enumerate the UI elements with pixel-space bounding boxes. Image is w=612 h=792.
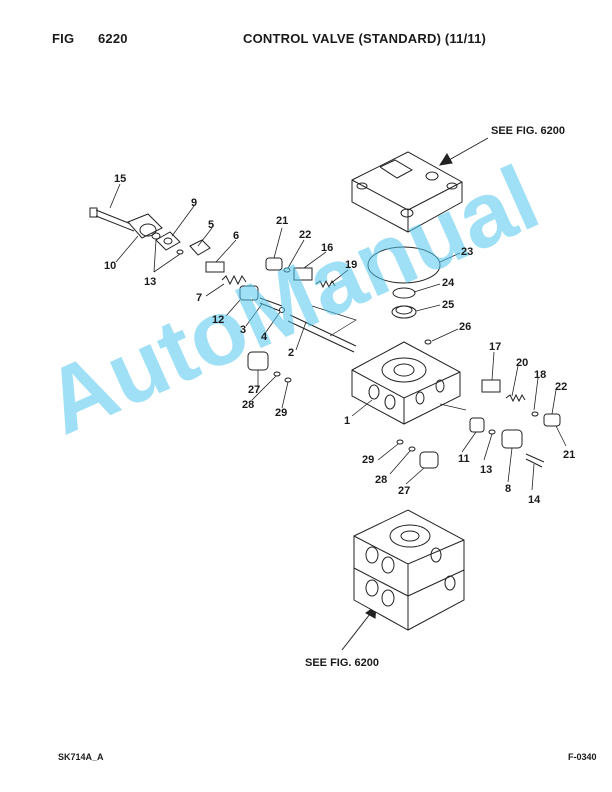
o-ring-large xyxy=(367,246,441,284)
plug-17 xyxy=(481,379,501,393)
callout-6: 6 xyxy=(233,230,240,242)
o-ring-26 xyxy=(424,339,432,345)
callout-4: 4 xyxy=(261,331,268,343)
plug-21-right xyxy=(543,413,561,427)
plug-6 xyxy=(205,261,225,273)
o-ring-13-a xyxy=(151,232,161,240)
poppet-3 xyxy=(259,297,283,312)
callout-13-left: 13 xyxy=(144,276,157,288)
flange-9 xyxy=(155,231,181,251)
plug-16 xyxy=(293,267,313,281)
callout-5: 5 xyxy=(208,219,215,231)
callout-29-left: 29 xyxy=(275,407,288,419)
callout-13-right: 13 xyxy=(480,464,493,476)
valve-body-section xyxy=(351,341,461,425)
callout-20: 20 xyxy=(516,357,529,369)
footer-code-left: SK714A_A xyxy=(58,752,104,762)
reference-bottom: SEE FIG. 6200 xyxy=(305,657,379,669)
reference-arrow-top xyxy=(438,137,489,166)
callout-8: 8 xyxy=(505,483,512,495)
o-ring-28-left xyxy=(273,371,281,377)
callout-28-left: 28 xyxy=(242,399,255,411)
callout-18: 18 xyxy=(534,369,547,381)
o-ring-29-left xyxy=(284,377,292,383)
spring-20 xyxy=(505,393,526,403)
callout-17: 17 xyxy=(489,341,502,353)
callout-7: 7 xyxy=(196,292,203,304)
callout-3: 3 xyxy=(240,324,247,336)
callout-29-bottom: 29 xyxy=(362,454,375,466)
callout-15: 15 xyxy=(114,173,127,185)
plug-27-bottom xyxy=(419,451,439,469)
bolt-14 xyxy=(525,453,545,468)
flange-8 xyxy=(501,429,523,449)
callout-21-left: 21 xyxy=(276,215,289,227)
footer-code-right: F-0340 xyxy=(568,752,597,762)
cap-11 xyxy=(469,417,485,433)
leader-lines xyxy=(109,183,567,491)
o-ring-29-bottom xyxy=(396,439,404,445)
figure-title: CONTROL VALVE (STANDARD) (11/11) xyxy=(243,31,487,46)
callout-16: 16 xyxy=(321,242,334,254)
figure-number: 6220 xyxy=(98,31,128,46)
callout-28-bottom: 28 xyxy=(375,474,388,486)
callout-1: 1 xyxy=(344,415,351,427)
callout-26: 26 xyxy=(459,321,472,333)
cap-10 xyxy=(127,213,163,239)
bolt-15 xyxy=(89,207,137,232)
callout-14: 14 xyxy=(528,494,541,506)
callout-27-bottom: 27 xyxy=(398,485,411,497)
o-ring-small xyxy=(392,287,416,299)
callout-24: 24 xyxy=(442,277,455,289)
callout-21-right: 21 xyxy=(563,449,576,461)
spring-19 xyxy=(315,279,336,289)
cover-plate xyxy=(351,151,463,233)
spring-7 xyxy=(221,274,247,286)
reference-arrow-bottom xyxy=(341,604,377,651)
valve-body-lower xyxy=(353,509,465,631)
callout-25: 25 xyxy=(442,299,455,311)
ball-4 xyxy=(279,307,285,313)
callout-11: 11 xyxy=(458,453,470,465)
callout-22-left: 22 xyxy=(299,229,312,241)
callout-19: 19 xyxy=(345,259,358,271)
callout-9: 9 xyxy=(191,197,198,209)
cap-12 xyxy=(239,285,259,301)
callout-10: 10 xyxy=(104,260,117,272)
o-ring-18 xyxy=(531,411,539,417)
o-ring-13-right xyxy=(488,429,496,435)
figure-label: FIG xyxy=(52,31,75,46)
o-ring-28-bottom xyxy=(408,446,416,452)
callout-12: 12 xyxy=(212,314,225,326)
plug-5 xyxy=(189,239,211,256)
o-ring-22 xyxy=(283,267,291,273)
callout-23: 23 xyxy=(461,246,474,258)
callout-22-right: 22 xyxy=(555,381,568,393)
callout-2: 2 xyxy=(288,347,295,359)
o-ring-13-b xyxy=(176,249,184,255)
reference-top: SEE FIG. 6200 xyxy=(491,125,565,137)
callout-27-left: 27 xyxy=(248,384,261,396)
seal-ring xyxy=(391,305,417,319)
spool-2 xyxy=(287,314,357,353)
